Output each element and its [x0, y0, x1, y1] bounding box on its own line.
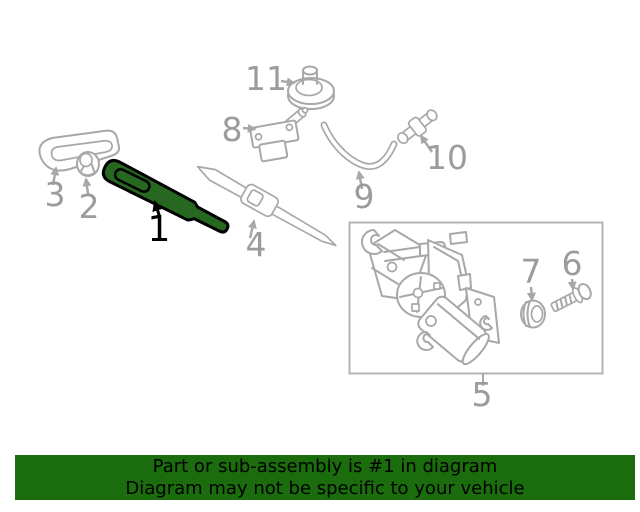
part-1-arrow: [152, 199, 163, 219]
part-8-label[interactable]: 8: [222, 110, 243, 149]
part-3-arrow: [50, 166, 60, 186]
part-7-arrow: [526, 286, 536, 302]
part-3-cap-drawing[interactable]: [38, 129, 121, 172]
part-4-blade-drawing[interactable]: [193, 157, 342, 252]
part-2-nut-drawing[interactable]: [76, 151, 100, 177]
part-8-arrow: [242, 123, 257, 133]
part-2-arrow: [82, 177, 92, 195]
banner-line-2: Diagram may not be specific to your vehi…: [125, 478, 525, 499]
part-9-arrow: [355, 170, 365, 190]
part-10-connector-drawing[interactable]: [394, 105, 441, 148]
part-5-motor-drawing[interactable]: [361, 229, 500, 368]
part-4-arrow: [247, 219, 257, 239]
part-1-label[interactable]: 1: [148, 209, 171, 250]
part-9-label[interactable]: 9: [354, 177, 375, 216]
part-3-label[interactable]: 3: [45, 175, 66, 214]
part-10-arrow: [419, 134, 434, 153]
part-5-label[interactable]: 5: [472, 375, 493, 414]
part-8-nozzle-drawing[interactable]: [249, 105, 310, 163]
notice-banner: Part or sub-assembly is #1 in diagram Di…: [15, 455, 635, 500]
part-1-wiper-arm-highlighted[interactable]: [100, 157, 233, 237]
part-7-grommet-drawing[interactable]: [520, 299, 546, 329]
part-11-arrow: [280, 77, 296, 87]
part-7-label[interactable]: 7: [521, 252, 542, 291]
part-11-label[interactable]: 11: [245, 59, 287, 98]
part-4-label[interactable]: 4: [246, 225, 267, 264]
part-9-hose-drawing[interactable]: [320, 121, 398, 170]
part-11-grommet-drawing[interactable]: [287, 65, 335, 110]
parts-diagram-canvas: 3 2 4 1 11: [38, 59, 604, 414]
part-6-arrow: [567, 278, 577, 291]
banner-line-1: Part or sub-assembly is #1 in diagram: [152, 456, 498, 477]
part-2-label[interactable]: 2: [79, 187, 100, 226]
part-6-label[interactable]: 6: [562, 244, 583, 283]
part-10-label[interactable]: 10: [426, 138, 468, 177]
